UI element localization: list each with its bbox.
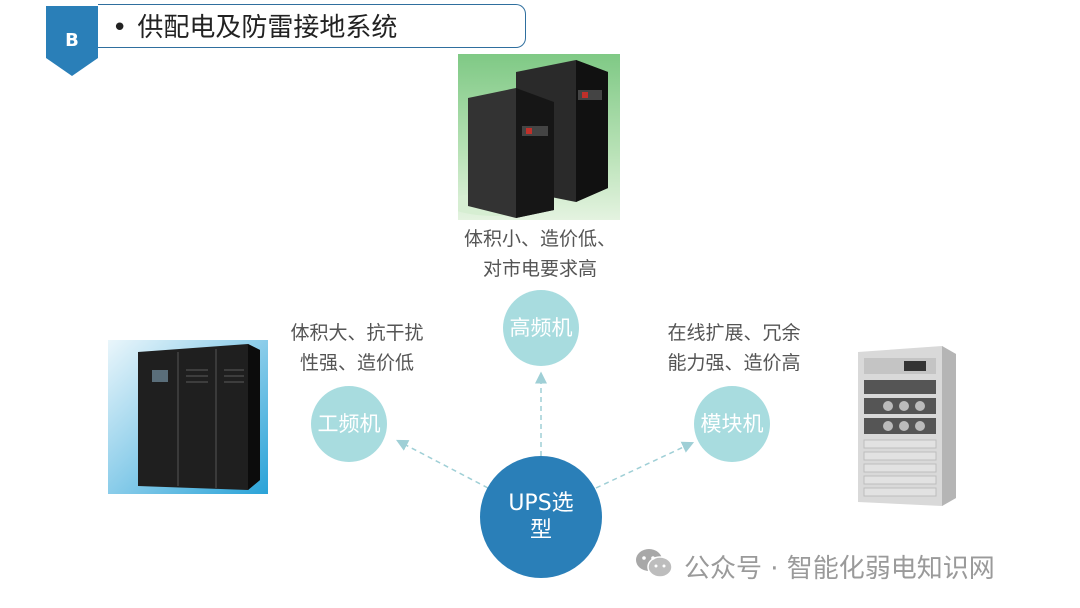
high-frequency-desc-line1: 体积小、造价低、 [463, 228, 616, 250]
page-title: • 供配电及防雷接地系统 [112, 8, 397, 48]
line-frequency-label: 工频机 [317, 411, 381, 436]
title-bullet: • [112, 13, 128, 43]
title-box [98, 4, 526, 48]
modular-label: 模块机 [700, 411, 764, 436]
high-frequency-description: 体积小、造价低、 对市电要求高 [448, 224, 632, 284]
high-frequency-node: 高频机 [503, 290, 579, 366]
section-badge [46, 6, 98, 76]
watermark: 公众号 · 智能化弱电知识网 [634, 548, 995, 584]
line-frequency-ups-image [108, 340, 268, 494]
line-frequency-description: 体积大、抗干扰 性强、造价低 [272, 318, 442, 378]
line-frequency-node: 工频机 [311, 386, 387, 462]
watermark-text: 公众号 · 智能化弱电知识网 [684, 553, 995, 584]
center-label-line1: UPS选 [508, 490, 574, 516]
high-frequency-ups-image [458, 54, 620, 220]
title-label: 供配电及防雷接地系统 [137, 13, 398, 43]
line-frequency-desc-line1: 体积大、抗干扰 [290, 322, 424, 344]
center-label-line2: 型 [529, 518, 552, 543]
modular-ups-image [838, 338, 966, 512]
ups-selection-node: UPS选 型 [480, 456, 602, 578]
high-frequency-label: 高频机 [509, 315, 573, 340]
modular-desc-line1: 在线扩展、冗余 [667, 322, 801, 344]
modular-desc-line2: 能力强、造价高 [667, 352, 801, 374]
line-frequency-desc-line2: 性强、造价低 [299, 352, 414, 374]
modular-description: 在线扩展、冗余 能力强、造价高 [652, 318, 816, 378]
high-frequency-desc-line2: 对市电要求高 [482, 258, 597, 280]
arrow-to-line-frequency [396, 439, 489, 489]
arrow-to-modular [595, 441, 695, 489]
section-letter: B [65, 29, 79, 51]
wechat-icon [634, 547, 674, 586]
modular-node: 模块机 [694, 386, 770, 462]
